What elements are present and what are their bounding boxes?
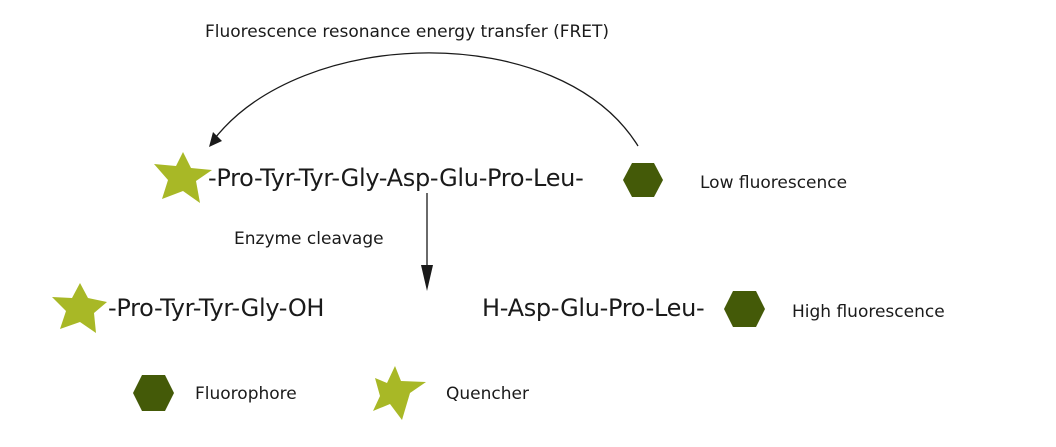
hexagon-icon xyxy=(724,291,765,327)
hexagon-icon xyxy=(133,375,174,411)
hexagon-icon xyxy=(623,163,663,197)
star-icon xyxy=(154,152,212,203)
enzyme-cleavage-label: Enzyme cleavage xyxy=(234,229,384,249)
right-fragment-sequence: H-Asp-Glu-Pro-Leu- xyxy=(482,294,705,322)
intact-substrate-sequence: -Pro-Tyr-Tyr-Gly-Asp-Glu-Pro-Leu- xyxy=(208,164,584,192)
legend-fluorophore-label: Fluorophore xyxy=(195,384,297,404)
cleavage-arrowhead xyxy=(421,265,433,291)
fret-title: Fluorescence resonance energy transfer (… xyxy=(205,22,610,42)
legend-quencher-label: Quencher xyxy=(446,384,529,404)
fret-arrow xyxy=(211,52,639,147)
star-icon xyxy=(373,366,426,420)
high-fluorescence-label: High fluorescence xyxy=(792,302,945,322)
star-icon xyxy=(52,283,107,333)
low-fluorescence-label: Low fluorescence xyxy=(700,173,848,193)
fret-arrowhead xyxy=(209,132,222,147)
left-fragment-sequence: -Pro-Tyr-Tyr-Gly-OH xyxy=(108,294,325,322)
